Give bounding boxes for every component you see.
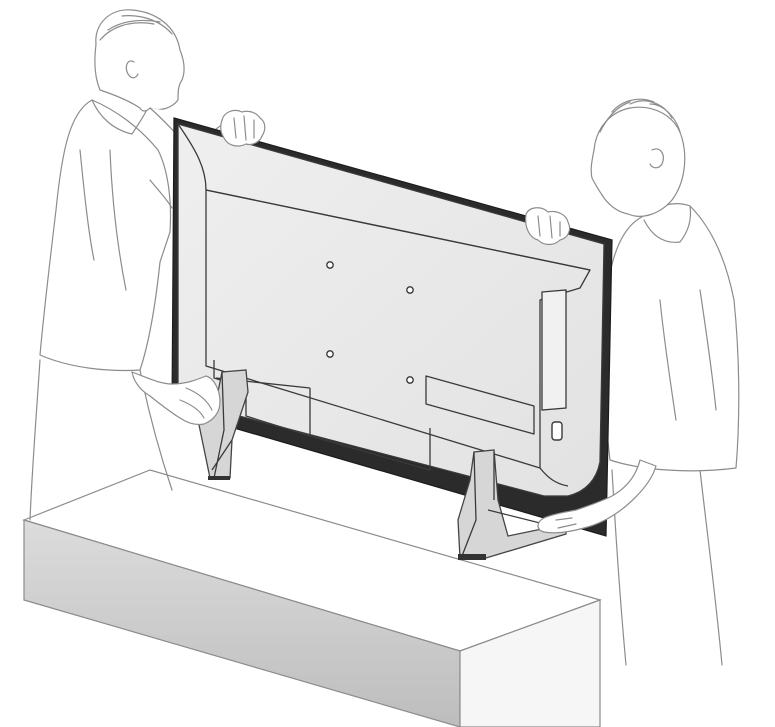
cabinet-side — [459, 599, 601, 727]
tv-side-port-panel — [541, 289, 567, 411]
cabinet-front — [23, 519, 461, 727]
person-right — [590, 98, 740, 666]
person-right-head — [590, 106, 686, 217]
person-left-lower-arm — [131, 371, 221, 426]
person-right-torso — [603, 203, 740, 472]
vesa-hole-top-left — [326, 261, 334, 269]
tv-cabinet — [22, 469, 602, 727]
tv-terminal-cover — [425, 375, 535, 435]
person-left-torso — [39, 99, 172, 372]
tv-side-button — [551, 421, 563, 441]
person-right-top-hand — [525, 207, 571, 246]
vesa-hole-bottom-left — [326, 350, 334, 358]
person-left-collar — [91, 99, 151, 135]
tv-stand-right — [457, 449, 567, 560]
tv-back-panel — [171, 117, 613, 537]
person-right-lower-arm — [537, 459, 657, 534]
person-left-top-hand — [220, 109, 266, 147]
tv-back-cover — [177, 123, 605, 497]
person-left-head — [94, 9, 185, 112]
vesa-hole-bottom-right — [406, 376, 414, 384]
vesa-hole-top-right — [406, 286, 414, 294]
